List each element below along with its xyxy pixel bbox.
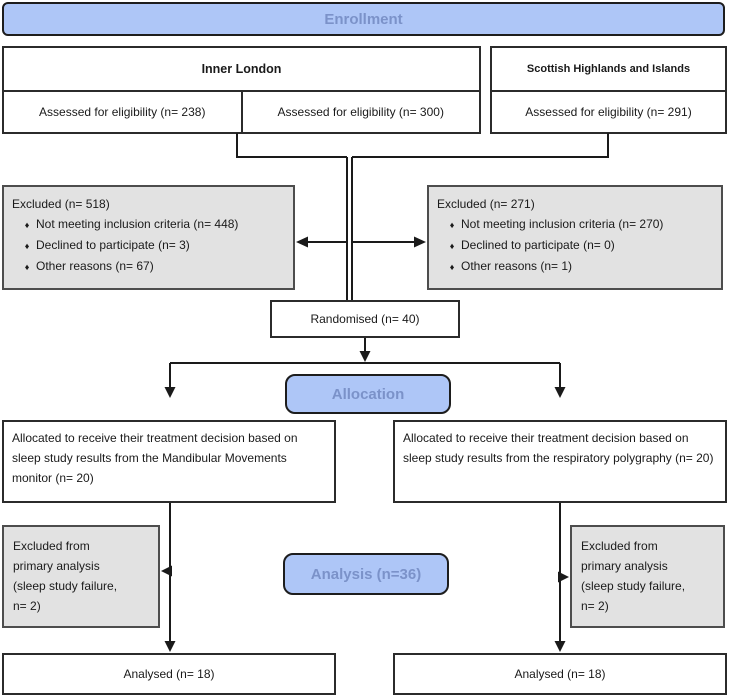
analysis-excluded-text-line: n= 2)	[581, 599, 609, 613]
analysis-banner: Analysis (n=36)	[283, 553, 449, 595]
allocation-banner: Allocation	[285, 374, 451, 414]
arrowhead-analysed-right	[554, 641, 566, 652]
analysis-excluded-text-line: Excluded from	[581, 539, 658, 553]
excluded-reason-text: Other reasons (n= 1)	[461, 259, 573, 273]
excluded-reason-item: ♦ Declined to participate (n= 3)	[12, 235, 285, 256]
enrollment-banner: Enrollment	[2, 2, 725, 36]
diamond-bullet-icon: ♦	[24, 241, 30, 251]
excluded-reason-item: ♦ Declined to participate (n= 0)	[437, 235, 713, 256]
excluded-right-reasons: ♦ Not meeting inclusion criteria (n= 270…	[437, 214, 713, 277]
excluded-enrollment-right-box: Excluded (n= 271) ♦ Not meeting inclusio…	[427, 185, 723, 290]
arrowhead-alloc-left	[164, 387, 176, 398]
arrowhead-excluded-left	[296, 236, 308, 248]
diamond-bullet-icon: ♦	[24, 262, 30, 272]
excluded-left-reasons: ♦ Not meeting inclusion criteria (n= 448…	[12, 214, 285, 277]
excluded-reason-text: Declined to participate (n= 0)	[461, 238, 615, 252]
excluded-reason-text: Declined to participate (n= 3)	[36, 238, 190, 252]
excluded-reason-item: ♦ Not meeting inclusion criteria (n= 270…	[437, 214, 713, 235]
excluded-reason-text: Not meeting inclusion criteria (n= 270)	[461, 217, 664, 231]
diamond-bullet-icon: ♦	[449, 220, 455, 230]
arrowhead-analysis-excluded-left	[161, 565, 172, 577]
excluded-left-title: Excluded (n= 518)	[12, 197, 110, 211]
site-group-scottish-highlands: Scottish Highlands and Islands Assessed …	[490, 46, 727, 134]
site-group-inner-london: Inner London Assessed for eligibility (n…	[2, 46, 481, 134]
excluded-reason-text: Other reasons (n= 67)	[36, 259, 154, 273]
analysis-excluded-text-line: primary analysis	[581, 559, 668, 573]
excluded-reason-item: ♦ Other reasons (n= 1)	[437, 256, 713, 277]
excluded-enrollment-left-box: Excluded (n= 518) ♦ Not meeting inclusio…	[2, 185, 295, 290]
analysis-excluded-text-line: n= 2)	[13, 599, 41, 613]
analysis-excluded-text-line: Excluded from	[13, 539, 90, 553]
scottish-assessed-row: Assessed for eligibility (n= 291)	[492, 92, 725, 132]
analysis-excluded-text-line: (sleep study failure,	[581, 579, 686, 593]
inner-london-assessed-row: Assessed for eligibility (n= 238) Assess…	[4, 92, 479, 132]
site-title-inner-london: Inner London	[4, 48, 479, 92]
arrowhead-analysed-left	[164, 641, 176, 652]
excluded-reason-item: ♦ Not meeting inclusion criteria (n= 448…	[12, 214, 285, 235]
analysis-excluded-text-line: primary analysis	[13, 559, 100, 573]
excluded-reason-text: Not meeting inclusion criteria (n= 448)	[36, 217, 239, 231]
excluded-reason-item: ♦ Other reasons (n= 67)	[12, 256, 285, 277]
analysis-excluded-text-line: (sleep study failure,	[13, 579, 118, 593]
arrowhead-randomised-down	[359, 351, 371, 362]
arrowhead-analysis-excluded-right	[558, 571, 569, 583]
site-title-scottish-highlands: Scottish Highlands and Islands	[492, 48, 725, 92]
randomised-box: Randomised (n= 40)	[270, 300, 460, 338]
assessed-eligibility-box-291: Assessed for eligibility (n= 291)	[525, 105, 692, 119]
diamond-bullet-icon: ♦	[449, 241, 455, 251]
analysed-right-box: Analysed (n= 18)	[393, 653, 727, 695]
diamond-bullet-icon: ♦	[449, 262, 455, 272]
excluded-right-title: Excluded (n= 271)	[437, 197, 535, 211]
arrowhead-excluded-right	[414, 236, 426, 248]
analysis-excluded-left-box: Excluded from primary analysis (sleep stud…	[2, 525, 160, 628]
assessed-eligibility-box-238: Assessed for eligibility (n= 238)	[39, 105, 206, 119]
diamond-bullet-icon: ♦	[24, 220, 30, 230]
arrowhead-alloc-right	[554, 387, 566, 398]
analysis-excluded-right-box: Excluded from primary analysis (sleep stud…	[570, 525, 725, 628]
analysed-left-box: Analysed (n= 18)	[2, 653, 336, 695]
allocated-polygraphy-box: Allocated to receive their treatment dec…	[393, 420, 727, 503]
assessed-eligibility-box-300: Assessed for eligibility (n= 300)	[240, 92, 480, 132]
allocated-mandibular-box: Allocated to receive their treatment dec…	[2, 420, 336, 503]
